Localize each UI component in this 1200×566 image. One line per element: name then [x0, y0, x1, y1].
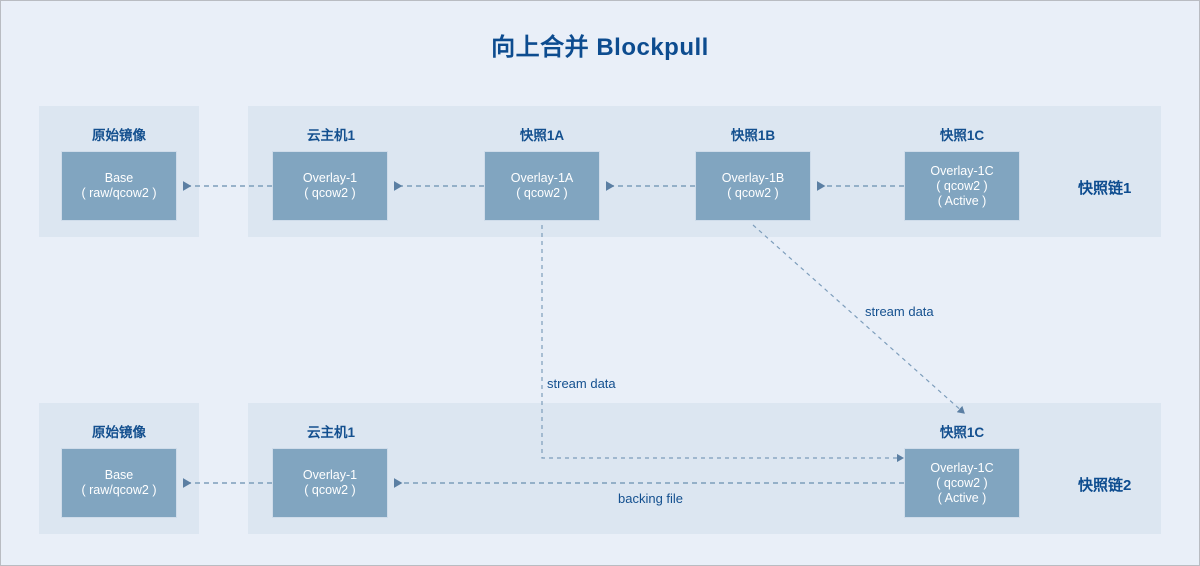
edge-label-backing-file: backing file: [618, 491, 684, 506]
node-overlay1c-top-line-2: ( qcow2 ): [936, 178, 988, 193]
edge-label-stream-data-diagonal: stream data: [865, 304, 934, 319]
node-base-top-line-2: ( raw/qcow2 ): [81, 186, 157, 200]
node-overlay1c-bottom-line-2: ( qcow2 ): [936, 475, 988, 490]
node-overlay1-top-line-2: ( qcow2 ): [304, 186, 356, 200]
node-base-top-line-1: Base: [104, 171, 134, 185]
caption-top-base: 原始镜像: [92, 128, 146, 143]
node-overlay1b-line-2: ( qcow2 ): [727, 186, 779, 200]
node-overlay1c-bottom[interactable]: Overlay-1C ( qcow2 ) ( Active ): [904, 448, 1020, 518]
caption-top-snap-a: 快照1A: [519, 128, 565, 143]
node-overlay1a-line-1: Overlay-1A: [510, 171, 574, 185]
node-overlay1c-bottom-line-1: Overlay-1C: [930, 460, 994, 475]
caption-bottom-base: 原始镜像: [92, 425, 146, 440]
node-overlay1-top[interactable]: Overlay-1 ( qcow2 ): [272, 151, 388, 221]
node-overlay1c-top-line-1: Overlay-1C: [930, 163, 994, 178]
caption-bottom-host: 云主机1: [306, 425, 355, 440]
node-base-bottom[interactable]: Base ( raw/qcow2 ): [61, 448, 177, 518]
edge-stream-data-diagonal: [752, 224, 965, 414]
node-base-bottom-line-1: Base: [104, 468, 134, 482]
node-overlay1a-line-2: ( qcow2 ): [516, 186, 568, 200]
edge-label-stream-data-vertical: stream data: [547, 376, 616, 391]
chain-label-1: 快照链1: [1078, 180, 1132, 197]
node-base-bottom-line-2: ( raw/qcow2 ): [81, 483, 157, 497]
node-overlay1b-line-1: Overlay-1B: [721, 171, 785, 185]
node-overlay1-bottom-line-1: Overlay-1: [302, 468, 358, 482]
node-overlay1-top-line-1: Overlay-1: [302, 171, 358, 185]
node-overlay1c-top[interactable]: Overlay-1C ( qcow2 ) ( Active ): [904, 151, 1020, 221]
node-overlay1-bottom[interactable]: Overlay-1 ( qcow2 ): [272, 448, 388, 518]
page-title: 向上合并 Blockpull: [491, 34, 709, 61]
node-overlay1-bottom-line-2: ( qcow2 ): [304, 483, 356, 497]
node-base-top[interactable]: Base ( raw/qcow2 ): [61, 151, 177, 221]
caption-top-snap-c: 快照1C: [939, 128, 985, 143]
caption-bottom-snap-c: 快照1C: [939, 425, 985, 440]
caption-top-host: 云主机1: [306, 128, 355, 143]
node-overlay1c-top-line-3: ( Active ): [937, 193, 987, 208]
node-overlay1a[interactable]: Overlay-1A ( qcow2 ): [484, 151, 600, 221]
chain-label-2: 快照链2: [1078, 477, 1132, 494]
caption-top-snap-b: 快照1B: [730, 128, 776, 143]
node-overlay1b[interactable]: Overlay-1B ( qcow2 ): [695, 151, 811, 221]
node-overlay1c-bottom-line-3: ( Active ): [937, 490, 987, 505]
